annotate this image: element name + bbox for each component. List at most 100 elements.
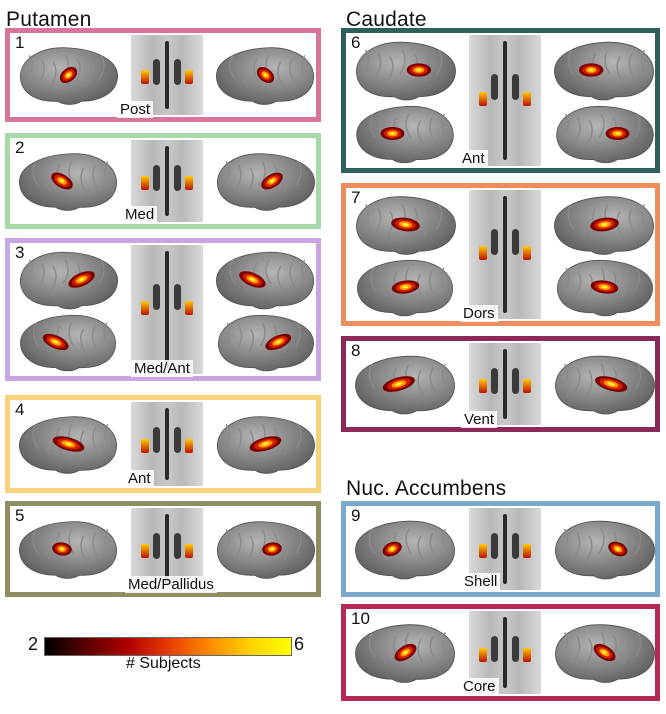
brain-medial-left xyxy=(20,314,116,372)
mri-activation-right xyxy=(523,544,531,559)
mri-activation-right xyxy=(185,176,193,191)
panel-4: 4 xyxy=(5,395,321,493)
brain-medial-right xyxy=(218,314,314,372)
mri-activation-left xyxy=(479,647,487,662)
mri-ventricle-right xyxy=(174,283,181,310)
mri-slice xyxy=(131,402,203,486)
brain-right xyxy=(555,520,655,580)
brain-right xyxy=(555,624,655,683)
mri-activation-right xyxy=(523,647,531,662)
mri-fissure xyxy=(165,408,169,480)
brain-lateral-right xyxy=(554,41,654,101)
mri-slice xyxy=(469,35,541,166)
panel-number: 3 xyxy=(15,243,25,262)
mri-ventricle-left xyxy=(491,635,498,662)
mri-ventricle-left xyxy=(491,228,498,255)
brain-left xyxy=(355,355,455,415)
mri-ventricle-left xyxy=(153,283,160,310)
mri-fissure xyxy=(165,41,169,109)
mri-ventricle-left xyxy=(153,427,160,454)
panel-5: 5 xyxy=(5,501,321,597)
mri-ventricle-right xyxy=(174,427,181,454)
colorbar: 2 6 # Subjects xyxy=(28,634,308,684)
panel-7-label: Dors xyxy=(460,305,498,322)
mri-activation-left xyxy=(141,300,149,315)
panel-6-label: Ant xyxy=(459,150,488,167)
brain-medial-right xyxy=(557,259,653,317)
panel-1-label: Post xyxy=(117,101,154,118)
section-title-accumbens: Nuc. Accumbens xyxy=(346,477,507,500)
mri-fissure xyxy=(503,196,507,313)
panel-3: 3 xyxy=(5,238,321,381)
mri-ventricle-right xyxy=(512,228,519,255)
mri-ventricle-left xyxy=(491,532,498,559)
panel-1: 1 xyxy=(5,28,321,122)
brain-left xyxy=(355,624,455,683)
panel-number: 8 xyxy=(351,341,361,360)
colorbar-max-label: 6 xyxy=(294,634,305,654)
mri-activation-right xyxy=(523,245,531,260)
mri-fissure xyxy=(165,251,169,368)
colorbar-gradient xyxy=(44,637,292,656)
panel-7: 7 xyxy=(341,183,660,326)
mri-activation-left xyxy=(141,176,149,191)
mri-ventricle-right xyxy=(512,635,519,662)
brain-left xyxy=(20,47,118,105)
mri-fissure xyxy=(503,617,507,688)
colorbar-min-label: 2 xyxy=(28,634,39,654)
mri-slice xyxy=(131,245,203,374)
panel-2-label: Med xyxy=(122,206,158,223)
mri-ventricle-right xyxy=(174,164,181,191)
panel-number: 7 xyxy=(351,188,361,207)
panel-number: 10 xyxy=(351,609,370,628)
brain-lateral-left xyxy=(356,196,456,255)
brain-medial-left xyxy=(357,259,453,317)
brain-left xyxy=(19,153,117,211)
mri-fissure xyxy=(503,41,507,160)
mri-activation-left xyxy=(141,70,149,85)
brain-left xyxy=(19,416,117,474)
mri-ventricle-left xyxy=(491,74,498,101)
section-title-putamen: Putamen xyxy=(6,8,92,31)
brain-lateral-right xyxy=(554,196,654,255)
mri-activation-left xyxy=(141,438,149,453)
mri-ventricle-right xyxy=(512,74,519,101)
panel-number: 2 xyxy=(15,138,25,157)
mri-activation-right xyxy=(185,300,193,315)
mri-ventricle-right xyxy=(512,367,519,394)
panel-number: 4 xyxy=(15,400,25,419)
panel-6: 6 xyxy=(341,28,660,173)
mri-ventricle-left xyxy=(491,367,498,394)
panel-3-label: Med/Ant xyxy=(131,360,193,377)
brain-right xyxy=(217,153,315,211)
panel-5-label: Med/Pallidus xyxy=(125,576,217,593)
panel-9: 9 xyxy=(341,501,660,597)
mri-activation-left xyxy=(479,379,487,394)
brain-left xyxy=(355,520,455,580)
panel-8: 8 xyxy=(341,336,660,432)
brain-right xyxy=(217,521,315,579)
panel-number: 5 xyxy=(15,506,25,525)
mri-ventricle-left xyxy=(153,59,160,85)
mri-fissure xyxy=(503,349,507,419)
mri-fissure xyxy=(503,514,507,584)
mri-activation-right xyxy=(523,91,531,106)
mri-ventricle-left xyxy=(153,532,160,559)
mri-activation-left xyxy=(479,245,487,260)
panel-8-label: Vent xyxy=(461,411,498,428)
brain-right xyxy=(216,47,314,105)
mri-activation-left xyxy=(479,544,487,559)
mri-activation-left xyxy=(479,91,487,106)
panel-number: 6 xyxy=(351,33,361,52)
mri-ventricle-right xyxy=(174,59,181,85)
brain-medial-right xyxy=(556,105,654,164)
mri-activation-left xyxy=(141,544,149,559)
panel-10-label: Core xyxy=(460,678,499,695)
mri-fissure xyxy=(165,514,169,584)
mri-ventricle-left xyxy=(153,164,160,191)
panel-9-label: Shell xyxy=(461,573,501,590)
colorbar-title: # Subjects xyxy=(126,655,201,672)
panel-10: 10 xyxy=(341,604,660,701)
brain-right xyxy=(217,416,315,474)
panel-number: 1 xyxy=(15,33,25,52)
